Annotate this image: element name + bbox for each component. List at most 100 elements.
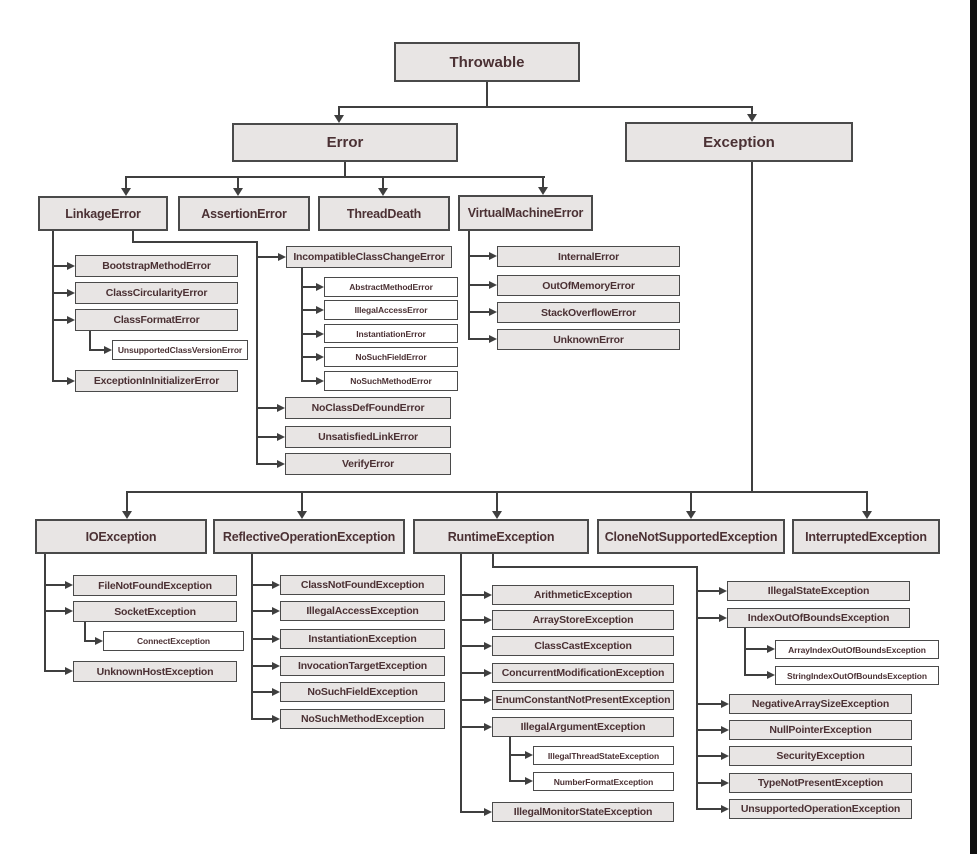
connector-line bbox=[696, 566, 698, 810]
connector-line bbox=[256, 436, 277, 438]
connector-line bbox=[486, 82, 488, 107]
arrowhead-right bbox=[272, 635, 280, 643]
connector-line bbox=[696, 590, 719, 592]
node-exception: Exception bbox=[625, 122, 853, 162]
node-arithmetic-exception: ArithmeticException bbox=[492, 585, 674, 605]
connector-line bbox=[460, 811, 484, 813]
arrowhead-right bbox=[67, 316, 75, 324]
connector-line bbox=[866, 491, 868, 512]
arrowhead-right bbox=[489, 335, 497, 343]
connector-line bbox=[256, 463, 277, 465]
connector-line bbox=[492, 566, 698, 568]
arrowhead-right bbox=[721, 805, 729, 813]
node-runtime-exception: RuntimeException bbox=[413, 519, 589, 554]
connector-line bbox=[696, 782, 721, 784]
node-stack-overflow-error: StackOverflowError bbox=[497, 302, 680, 323]
connector-line bbox=[301, 356, 316, 358]
connector-line bbox=[744, 674, 767, 676]
arrowhead-right bbox=[272, 581, 280, 589]
connector-line bbox=[256, 256, 278, 258]
node-interrupted-exception: InterruptedException bbox=[792, 519, 940, 554]
connector-line bbox=[460, 726, 484, 728]
arrowhead-right bbox=[484, 808, 492, 816]
arrowhead-right bbox=[277, 404, 285, 412]
connector-line bbox=[301, 333, 316, 335]
node-illegal-access-exception: IllegalAccessException bbox=[280, 601, 445, 621]
node-abstract-method-error: AbstractMethodError bbox=[324, 277, 458, 297]
connector-line bbox=[690, 491, 692, 512]
node-null-pointer-exception: NullPointerException bbox=[729, 720, 912, 740]
node-security-exception: SecurityException bbox=[729, 746, 912, 766]
window-right-edge bbox=[970, 0, 977, 854]
connector-line bbox=[460, 594, 484, 596]
node-class-not-found-exception: ClassNotFoundException bbox=[280, 575, 445, 595]
arrowhead-right bbox=[484, 696, 492, 704]
arrowhead-right bbox=[316, 306, 324, 314]
node-file-not-found-exception: FileNotFoundException bbox=[73, 575, 237, 596]
connector-line bbox=[344, 162, 346, 178]
connector-line bbox=[492, 554, 494, 568]
connector-line bbox=[256, 407, 277, 409]
connector-line bbox=[751, 106, 753, 115]
connector-line bbox=[696, 617, 719, 619]
arrowhead-right bbox=[316, 330, 324, 338]
arrowhead-down bbox=[378, 188, 388, 196]
arrowhead-right bbox=[525, 777, 533, 785]
node-concurrent-modification-exception: ConcurrentModificationException bbox=[492, 663, 674, 683]
arrowhead-right bbox=[272, 607, 280, 615]
arrowhead-right bbox=[767, 645, 775, 653]
arrowhead-down bbox=[862, 511, 872, 519]
node-socket-exception: SocketException bbox=[73, 601, 237, 622]
arrowhead-down bbox=[122, 511, 132, 519]
node-illegal-state-exception: IllegalStateException bbox=[727, 581, 910, 601]
arrowhead-right bbox=[272, 662, 280, 670]
connector-line bbox=[125, 176, 127, 189]
node-illegal-monitor-state-exception: IllegalMonitorStateException bbox=[492, 802, 674, 822]
node-invocation-target-exception: InvocationTargetException bbox=[280, 656, 445, 676]
node-internal-error: InternalError bbox=[497, 246, 680, 267]
node-negative-array-size-exception: NegativeArraySizeException bbox=[729, 694, 912, 714]
arrowhead-right bbox=[767, 671, 775, 679]
connector-line bbox=[89, 331, 91, 351]
node-verify-error: VerifyError bbox=[285, 453, 451, 475]
arrowhead-right bbox=[95, 637, 103, 645]
arrowhead-right bbox=[484, 723, 492, 731]
arrowhead-down bbox=[233, 188, 243, 196]
node-no-such-field-exception: NoSuchFieldException bbox=[280, 682, 445, 702]
connector-line bbox=[251, 554, 253, 719]
connector-line bbox=[468, 338, 489, 340]
node-io-exception: IOException bbox=[35, 519, 207, 554]
node-clone-not-supported-exception: CloneNotSupportedException bbox=[597, 519, 785, 554]
connector-line bbox=[126, 491, 128, 512]
node-connect-exception: ConnectException bbox=[103, 631, 244, 651]
connector-line bbox=[509, 754, 525, 756]
connector-line bbox=[237, 176, 239, 189]
connector-line bbox=[44, 554, 46, 672]
arrowhead-right bbox=[316, 283, 324, 291]
arrowhead-down bbox=[334, 115, 344, 123]
connector-line bbox=[52, 319, 68, 321]
node-incompatible-class-change-error: IncompatibleClassChangeError bbox=[286, 246, 452, 268]
connector-line bbox=[496, 491, 498, 512]
node-assertion-error: AssertionError bbox=[178, 196, 310, 231]
connector-line bbox=[52, 231, 54, 382]
connector-line bbox=[509, 737, 511, 782]
connector-line bbox=[251, 691, 272, 693]
connector-line bbox=[251, 718, 272, 720]
connector-line bbox=[251, 638, 272, 640]
arrowhead-right bbox=[489, 281, 497, 289]
arrowhead-right bbox=[278, 253, 286, 261]
arrowhead-right bbox=[277, 460, 285, 468]
connector-line bbox=[338, 106, 753, 108]
connector-line bbox=[696, 703, 721, 705]
node-enum-constant-not-present-exception: EnumConstantNotPresentException bbox=[492, 690, 674, 710]
node-throwable: Throwable bbox=[394, 42, 580, 82]
node-instantiation-error: InstantiationError bbox=[324, 324, 458, 343]
arrowhead-right bbox=[277, 433, 285, 441]
connector-line bbox=[509, 780, 525, 782]
connector-line bbox=[84, 640, 95, 642]
node-unknown-error: UnknownError bbox=[497, 329, 680, 350]
connector-line bbox=[696, 729, 721, 731]
connector-line bbox=[52, 380, 68, 382]
arrowhead-right bbox=[65, 667, 73, 675]
